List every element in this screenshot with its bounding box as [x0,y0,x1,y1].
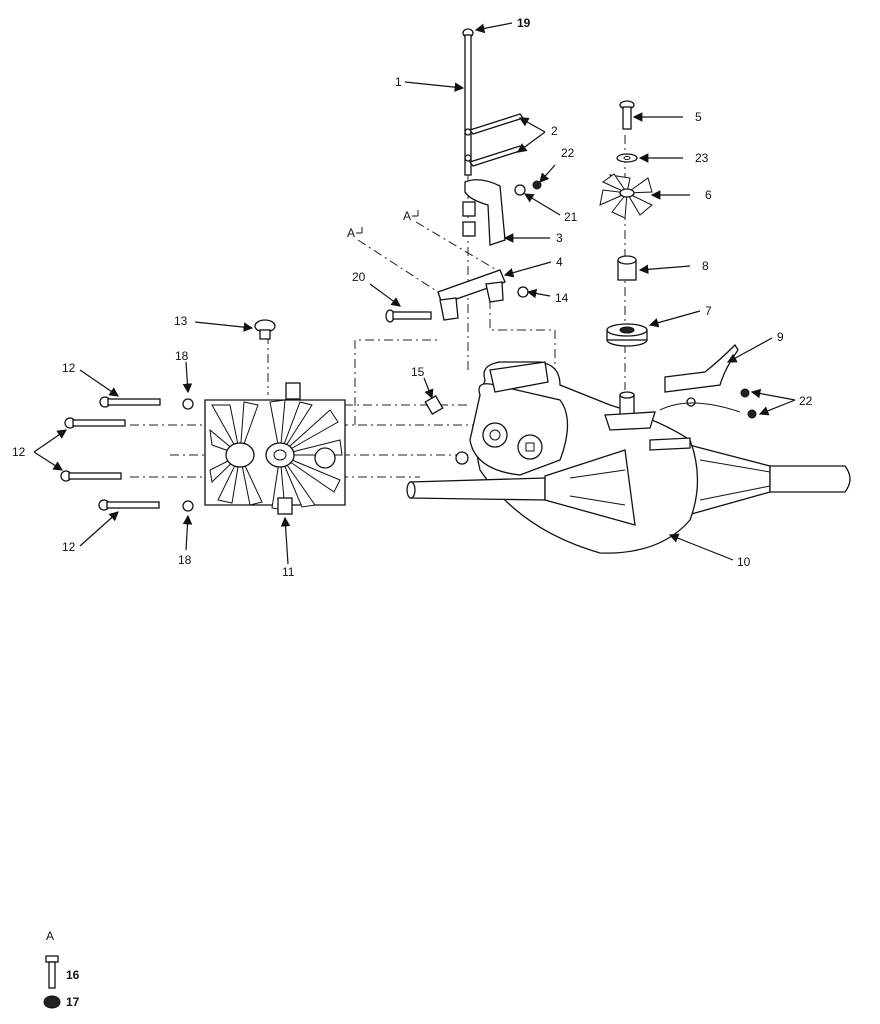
cooling-fan [599,173,653,219]
callout-9: 9 [777,330,784,344]
callout-18-top: 18 [175,349,189,363]
shift-rod-assembly [385,28,525,323]
nut-22-a [740,388,750,398]
callout-20: 20 [352,270,366,284]
callout-16: 16 [66,968,80,982]
svg-text:A: A [403,209,411,223]
transaxle-housing [406,361,851,554]
section-a-legend [43,955,61,1009]
callout-11: 11 [282,565,295,579]
callout-labels: 19 1 2 22 21 3 4 14 20 13 18 12 12 12 18… [12,16,813,1009]
section-marker-a-upper: A [403,209,419,223]
bolt [99,396,161,408]
pulley-stack [599,100,653,347]
callout-21: 21 [564,210,578,224]
callout-5: 5 [695,110,702,124]
washer [182,398,194,410]
callout-18-bottom: 18 [178,553,192,567]
plug [254,319,276,340]
callout-7: 7 [705,304,712,318]
bolts-12 [60,396,161,511]
callout-23: 23 [695,151,709,165]
section-marker-a-lower: A [347,226,363,240]
bolt [64,417,126,429]
callout-12-top: 12 [62,361,76,375]
callout-14: 14 [555,291,569,305]
callout-19: 19 [517,16,531,30]
callout-13: 13 [174,314,188,328]
callout-22-top: 22 [561,146,575,160]
belt-guide [664,343,739,393]
callout-22-right: 22 [799,394,813,408]
bolt [98,499,160,511]
callout-12-bottom: 12 [62,540,76,554]
callout-12-mid: 12 [12,445,26,459]
nut-22 [532,180,542,190]
callout-4: 4 [556,255,563,269]
callout-8: 8 [702,259,709,273]
nut-22-b [747,409,757,419]
callout-15: 15 [411,365,425,379]
callout-2: 2 [551,124,558,138]
callout-17: 17 [66,995,80,1009]
callout-arrows [33,22,796,565]
callout-1: 1 [395,75,402,89]
washer-21 [514,184,526,196]
bolt [60,470,122,482]
section-a-legend-title: A [46,929,54,943]
callout-3: 3 [556,231,563,245]
washer [182,500,194,512]
brake-disc-assembly [204,382,346,515]
callout-10: 10 [737,555,751,569]
vent-15 [424,395,444,415]
nut-14 [517,286,529,298]
svg-text:A: A [347,226,355,240]
callout-6: 6 [705,188,712,202]
